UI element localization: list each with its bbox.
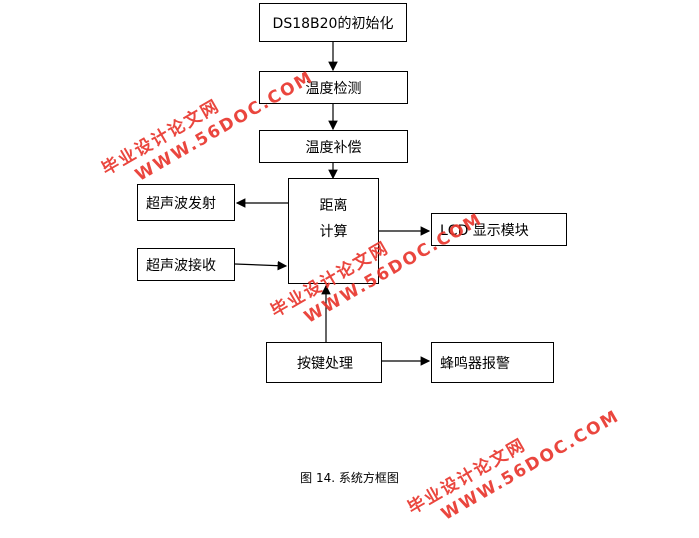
node-ultrasonic-send: 超声波发射 bbox=[137, 184, 235, 221]
node-ultrasonic-recv-label: 超声波接收 bbox=[146, 257, 216, 274]
node-ultrasonic-send-label: 超声波发射 bbox=[146, 195, 216, 212]
node-lcd: LCD 显示模块 bbox=[431, 213, 567, 246]
node-temp-detect: 温度检测 bbox=[259, 71, 408, 104]
node-ultrasonic-recv: 超声波接收 bbox=[137, 248, 235, 281]
node-lcd-label: LCD 显示模块 bbox=[440, 222, 529, 239]
node-calc-label-line2: 计算 bbox=[319, 224, 348, 240]
node-temp-detect-label: 温度检测 bbox=[305, 80, 362, 97]
connector-layer bbox=[234, 42, 431, 366]
node-buzzer: 蜂鸣器报警 bbox=[431, 342, 554, 383]
arrow-recv-to-calc bbox=[234, 260, 288, 271]
node-key-label: 按键处理 bbox=[297, 355, 353, 372]
node-calc-label-line1: 距离 bbox=[319, 198, 348, 214]
figure-caption: 图 14. 系统方框图 bbox=[300, 471, 399, 485]
node-init: DS18B20的初始化 bbox=[259, 3, 407, 42]
node-key: 按键处理 bbox=[266, 342, 382, 383]
node-temp-comp: 温度补偿 bbox=[259, 130, 408, 163]
node-temp-comp-label: 温度补偿 bbox=[305, 139, 362, 156]
node-init-label: DS18B20的初始化 bbox=[272, 15, 394, 32]
node-distance-calc: 距离 计算 bbox=[288, 178, 379, 284]
node-buzzer-label: 蜂鸣器报警 bbox=[440, 355, 510, 372]
